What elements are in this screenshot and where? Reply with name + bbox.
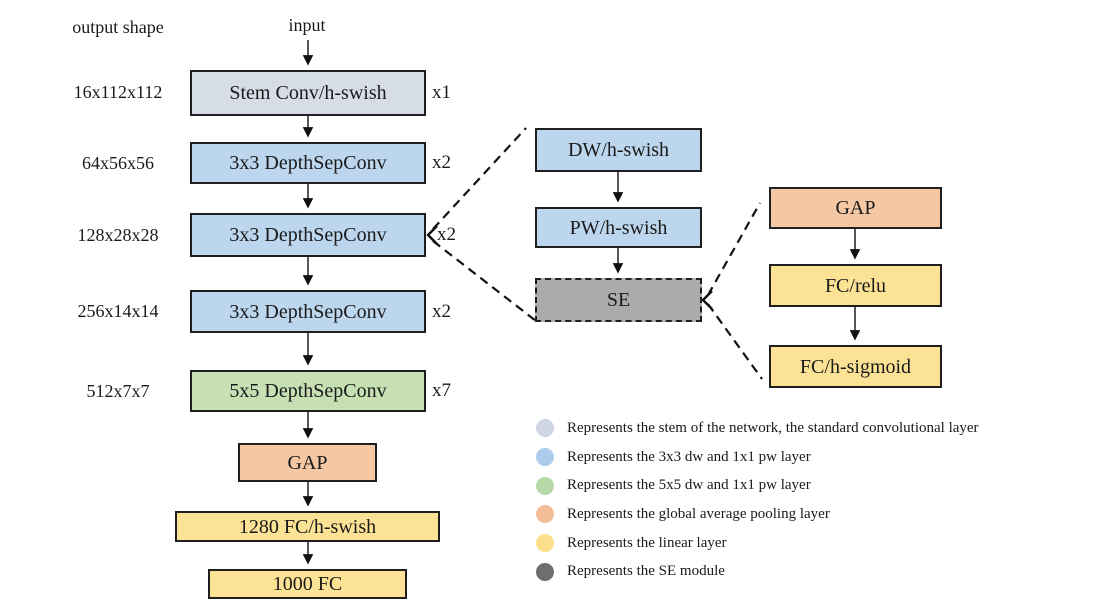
node-pw-hswish: PW/h-swish	[535, 207, 702, 248]
legend-row-stem: Represents the stem of the network, the …	[536, 414, 979, 443]
mult-label-b2: x2	[432, 152, 451, 173]
input-label: input	[288, 15, 326, 35]
node-fc-1280: 1280 FC/h-swish	[175, 511, 440, 542]
linear-color-swatch-icon	[536, 534, 554, 553]
dashed-expand-se-lower	[707, 303, 763, 380]
gap-color-swatch-icon	[536, 505, 554, 524]
legend-row-gap: Represents the global average pooling la…	[536, 500, 979, 529]
legend-label: Represents the stem of the network, the …	[567, 419, 979, 436]
node-depthsepconv-5x5: 5x5 DepthSepConv	[190, 370, 426, 412]
dim-label-b3: 128x28x28	[77, 225, 159, 245]
node-depthsepconv-3: 3x3 DepthSepConv	[190, 290, 426, 333]
dim-label-b2: 64x56x56	[82, 153, 154, 173]
node-depthsepconv-1: 3x3 DepthSepConv	[190, 142, 426, 184]
node-se-module: SE	[535, 278, 702, 322]
node-stem-conv: Stem Conv/h-swish	[190, 70, 426, 116]
node-se-gap: GAP	[769, 187, 942, 229]
se-color-swatch-icon	[536, 562, 554, 581]
node-gap: GAP	[238, 443, 377, 482]
dashed-expand-se-upper	[707, 202, 761, 296]
stem-color-swatch-icon	[536, 419, 554, 438]
legend: Represents the stem of the network, the …	[536, 414, 979, 586]
dw5x5-color-swatch-icon	[536, 476, 554, 495]
mult-label-b4: x2	[432, 301, 451, 322]
legend-row-3x3: Represents the 3x3 dw and 1x1 pw layer	[536, 443, 979, 472]
dashed-expand-b3-upper	[432, 127, 527, 230]
legend-label: Represents the 5x5 dw and 1x1 pw layer	[567, 477, 811, 494]
legend-row-linear: Represents the linear layer	[536, 529, 979, 558]
mult-label-b3: x2	[437, 224, 456, 245]
node-se-fc-relu: FC/relu	[769, 264, 942, 307]
dashed-expand-b3-lower	[432, 240, 537, 322]
dim-label-b5: 512x7x7	[86, 381, 150, 401]
chevron-into-se	[701, 290, 713, 310]
dim-label-stem: 16x112x112	[73, 82, 163, 102]
output-shape-heading: output shape	[72, 17, 164, 37]
node-fc-1000: 1000 FC	[208, 569, 407, 599]
mult-label-stem: x1	[432, 82, 451, 103]
dw3x3-color-swatch-icon	[536, 448, 554, 467]
legend-label: Represents the linear layer	[567, 534, 727, 551]
legend-label: Represents the global average pooling la…	[567, 505, 830, 522]
legend-label: Represents the 3x3 dw and 1x1 pw layer	[567, 448, 811, 465]
node-depthsepconv-2: 3x3 DepthSepConv	[190, 213, 426, 257]
chevron-into-b3	[426, 225, 438, 245]
dim-label-b4: 256x14x14	[77, 301, 159, 321]
legend-row-5x5: Represents the 5x5 dw and 1x1 pw layer	[536, 471, 979, 500]
node-dw-hswish: DW/h-swish	[535, 128, 702, 172]
mult-label-b5: x7	[432, 380, 451, 401]
legend-label: Represents the SE module	[567, 563, 725, 580]
node-se-fc-sigmoid: FC/h-sigmoid	[769, 345, 942, 388]
legend-row-se: Represents the SE module	[536, 557, 979, 586]
